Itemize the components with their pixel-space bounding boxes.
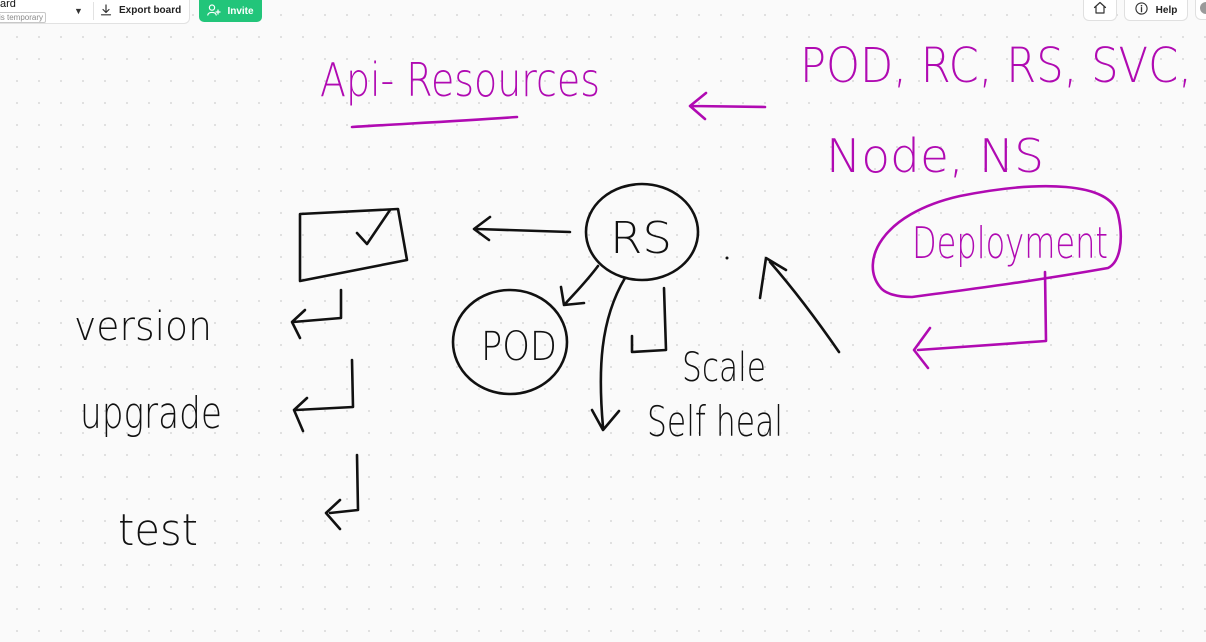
ink-dot <box>725 256 729 260</box>
avatar[interactable] <box>1195 0 1206 20</box>
self-heal-label: Self heal <box>647 397 783 446</box>
test-return-arrow <box>324 453 360 531</box>
deployment-to-rs-arrow <box>758 256 841 354</box>
api-resources-underline <box>350 115 519 129</box>
toolbar-divider <box>93 2 94 20</box>
deployment-bubble <box>871 184 1122 299</box>
pod-label: POD <box>481 324 557 370</box>
export-board-button[interactable]: Export board <box>100 0 181 20</box>
scale-arrow <box>630 286 668 354</box>
self-heal-arrow <box>590 276 627 432</box>
caret-down-icon[interactable]: ▼ <box>74 6 83 16</box>
help-button[interactable]: Help <box>1124 0 1188 21</box>
rs-to-pod-arrow <box>559 264 600 307</box>
help-label: Help <box>1155 4 1178 16</box>
invite-button[interactable]: Invite <box>199 0 262 22</box>
resource-list-line1: POD, RC, RS, SVC, <box>800 38 1192 94</box>
rs-circle <box>584 182 700 282</box>
add-user-icon <box>207 3 222 19</box>
rs-to-box-arrow <box>472 215 572 242</box>
upgrade-return-arrow <box>292 358 355 433</box>
container-box <box>298 207 409 283</box>
pod-circle <box>451 288 569 396</box>
invite-label: Invite <box>227 5 254 17</box>
board-name[interactable]: ard <box>0 0 16 10</box>
version-label: version <box>74 304 212 350</box>
board-menu[interactable]: ard is temporary ▼ Export board <box>0 0 190 24</box>
api-resources-heading: Api- Resources <box>320 53 600 107</box>
deployment-label: Deployment <box>912 218 1108 269</box>
home-icon <box>1093 1 1107 19</box>
scale-label: Scale <box>682 345 766 391</box>
resource-list-line2: Node, NS <box>826 129 1044 183</box>
deployment-return-arrow <box>912 270 1048 370</box>
download-icon <box>100 4 112 16</box>
test-label: test <box>118 505 198 556</box>
info-icon <box>1135 2 1148 18</box>
export-board-label: Export board <box>119 4 182 16</box>
temporary-board-badge: is temporary <box>0 12 47 23</box>
checkmark-icon <box>355 208 392 246</box>
resources-arrow <box>688 91 767 121</box>
rs-label: RS <box>610 213 672 264</box>
home-button[interactable] <box>1083 0 1117 21</box>
version-return-arrow <box>290 288 343 340</box>
upgrade-label: upgrade <box>80 388 222 439</box>
